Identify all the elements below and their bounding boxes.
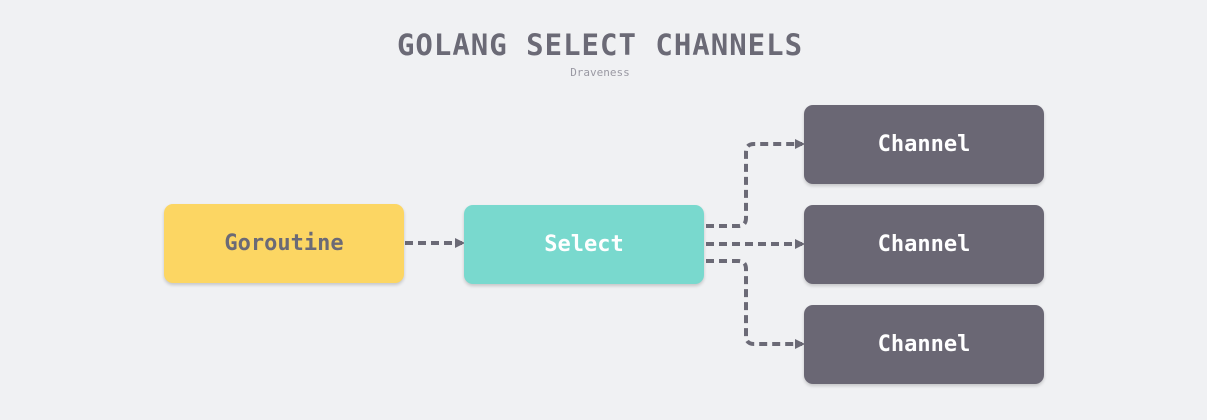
goroutine-label: Goroutine — [224, 231, 344, 256]
channel-node-3: Channel — [804, 305, 1044, 384]
edge-select-to-channel-1 — [706, 139, 805, 228]
channel-label-3: Channel — [877, 332, 971, 357]
select-label: Select — [544, 232, 624, 257]
channel-node-1: Channel — [804, 105, 1044, 184]
goroutine-node: Goroutine — [164, 204, 404, 283]
channel-label-1: Channel — [877, 132, 971, 157]
channel-label-2: Channel — [877, 232, 971, 257]
select-node: Select — [464, 205, 704, 284]
edge-select-to-channel-3 — [706, 259, 805, 349]
channel-node-2: Channel — [804, 205, 1044, 284]
diagram-subtitle: Draveness — [570, 66, 630, 79]
diagram-title: GOLANG SELECT CHANNELS — [396, 28, 804, 62]
